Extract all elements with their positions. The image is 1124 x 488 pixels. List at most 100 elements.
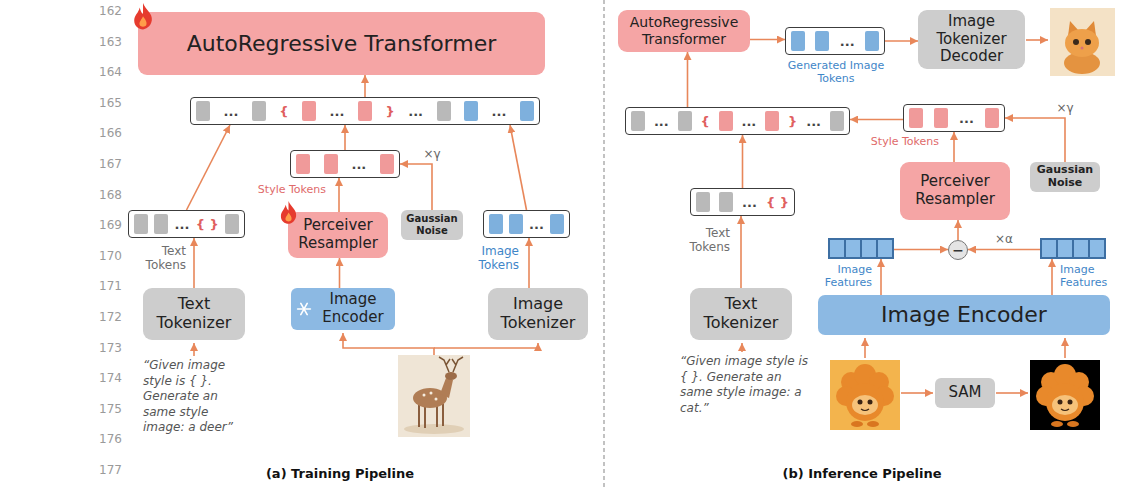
node-label: Gaussian Noise (403, 213, 461, 237)
deer-spot (423, 394, 426, 397)
flame-core (285, 212, 291, 221)
line-number: 171 (86, 279, 122, 295)
resampler-box: Perceiver Resampler (288, 212, 388, 258)
trainable-icon (279, 201, 298, 224)
token-text: } (385, 105, 394, 118)
snowflake-arm (301, 303, 307, 314)
deer-spot (435, 398, 438, 401)
token-text: ... (806, 115, 821, 128)
trainable-icon (132, 3, 154, 29)
token (631, 111, 645, 131)
token (696, 192, 710, 212)
token-text: ... (224, 105, 239, 118)
flame (134, 3, 152, 29)
token (830, 111, 844, 131)
input-arrow (741, 343, 743, 352)
token (489, 214, 503, 234)
token-text: ... (959, 112, 974, 125)
encoder-box: Image Encoder (291, 288, 395, 330)
deer-ground (404, 424, 464, 434)
token (464, 101, 478, 121)
line-number: 164 (86, 65, 122, 81)
input-arrow (434, 343, 538, 348)
cat-eye (1073, 39, 1079, 45)
resampler-box: Perceiver Resampler (900, 162, 1010, 220)
flow-arrow (400, 164, 432, 210)
line-number: 166 (86, 126, 122, 142)
token-text: ... (741, 115, 756, 128)
token (550, 214, 564, 234)
strip-label: Text Tokens (126, 245, 186, 273)
flow-arrow (880, 259, 882, 295)
flow-arrow (953, 132, 955, 162)
deer-spot (430, 392, 433, 395)
noise-box: Gaussian Noise (401, 210, 463, 240)
token (296, 154, 310, 174)
deer-head (445, 372, 457, 380)
line-number: 173 (86, 341, 122, 357)
deer-image (398, 355, 470, 437)
token (520, 101, 534, 121)
token (358, 101, 372, 121)
line-number: 163 (86, 35, 122, 51)
feature-cell (861, 239, 877, 258)
flow-arrow (885, 40, 918, 42)
flow-arrow (364, 75, 366, 97)
subtract-op: − (948, 240, 968, 260)
token-sequence: ...{...}... (625, 107, 850, 135)
token (134, 214, 148, 234)
strip-label: Image Tokens (469, 245, 519, 273)
scale-factor: ×α (993, 233, 1015, 246)
token-text: { } (196, 218, 219, 231)
flow-arrow (338, 178, 340, 212)
node-label: AutoRegressive Transformer (623, 14, 745, 47)
token-text: } (788, 115, 797, 128)
node-label: Text Tokenizer (148, 295, 240, 333)
token (765, 111, 779, 131)
token (437, 101, 451, 121)
deer-neck (440, 378, 453, 398)
line-number: 170 (86, 249, 122, 265)
line-number: 176 (86, 432, 122, 448)
token (791, 31, 805, 51)
token (509, 214, 523, 234)
line-number: 177 (86, 463, 122, 479)
token-text: ... (840, 35, 855, 48)
flow-arrow (1051, 259, 1053, 295)
token (252, 101, 266, 121)
flow-arrow (187, 125, 231, 210)
node-label: Image Encoder (881, 302, 1047, 328)
node-label: SAM (948, 384, 981, 402)
token (719, 111, 733, 131)
flame (281, 201, 296, 224)
flow-arrow (968, 249, 1040, 251)
cat-nose (1081, 47, 1084, 50)
feature-vector: Image Features (1040, 238, 1106, 259)
flow-arrow (1005, 118, 1065, 162)
token-text: ... (492, 105, 507, 118)
feature-vector: Image Features (828, 238, 894, 259)
node-label: Perceiver Resampler (905, 173, 1005, 208)
line-number: 175 (86, 402, 122, 418)
strip-label: Style Tokens (236, 184, 326, 197)
input-arrow (901, 392, 933, 394)
node-label: AutoRegressive Transformer (187, 31, 497, 57)
tokenizer-box: Image Tokenizer (488, 288, 588, 340)
input-arrow (996, 392, 1028, 394)
style-tokens: ...Style Tokens (903, 104, 1005, 132)
flow-arrow (742, 135, 744, 188)
flow-arrow (687, 52, 689, 107)
token-text: ... (408, 105, 423, 118)
token (324, 154, 338, 174)
output-arrow (1026, 39, 1048, 41)
token (865, 31, 879, 51)
node-label: Gaussian Noise (1032, 164, 1098, 190)
token-text: ... (351, 158, 366, 171)
frozen-icon (296, 301, 312, 317)
flow-arrow (957, 220, 959, 240)
cat-head (1065, 29, 1099, 57)
transformer-box: AutoRegressive Transformer (618, 10, 750, 52)
node-label: Image Encoder (315, 291, 391, 326)
scale-factor: ×γ (421, 148, 442, 161)
token (380, 154, 394, 174)
